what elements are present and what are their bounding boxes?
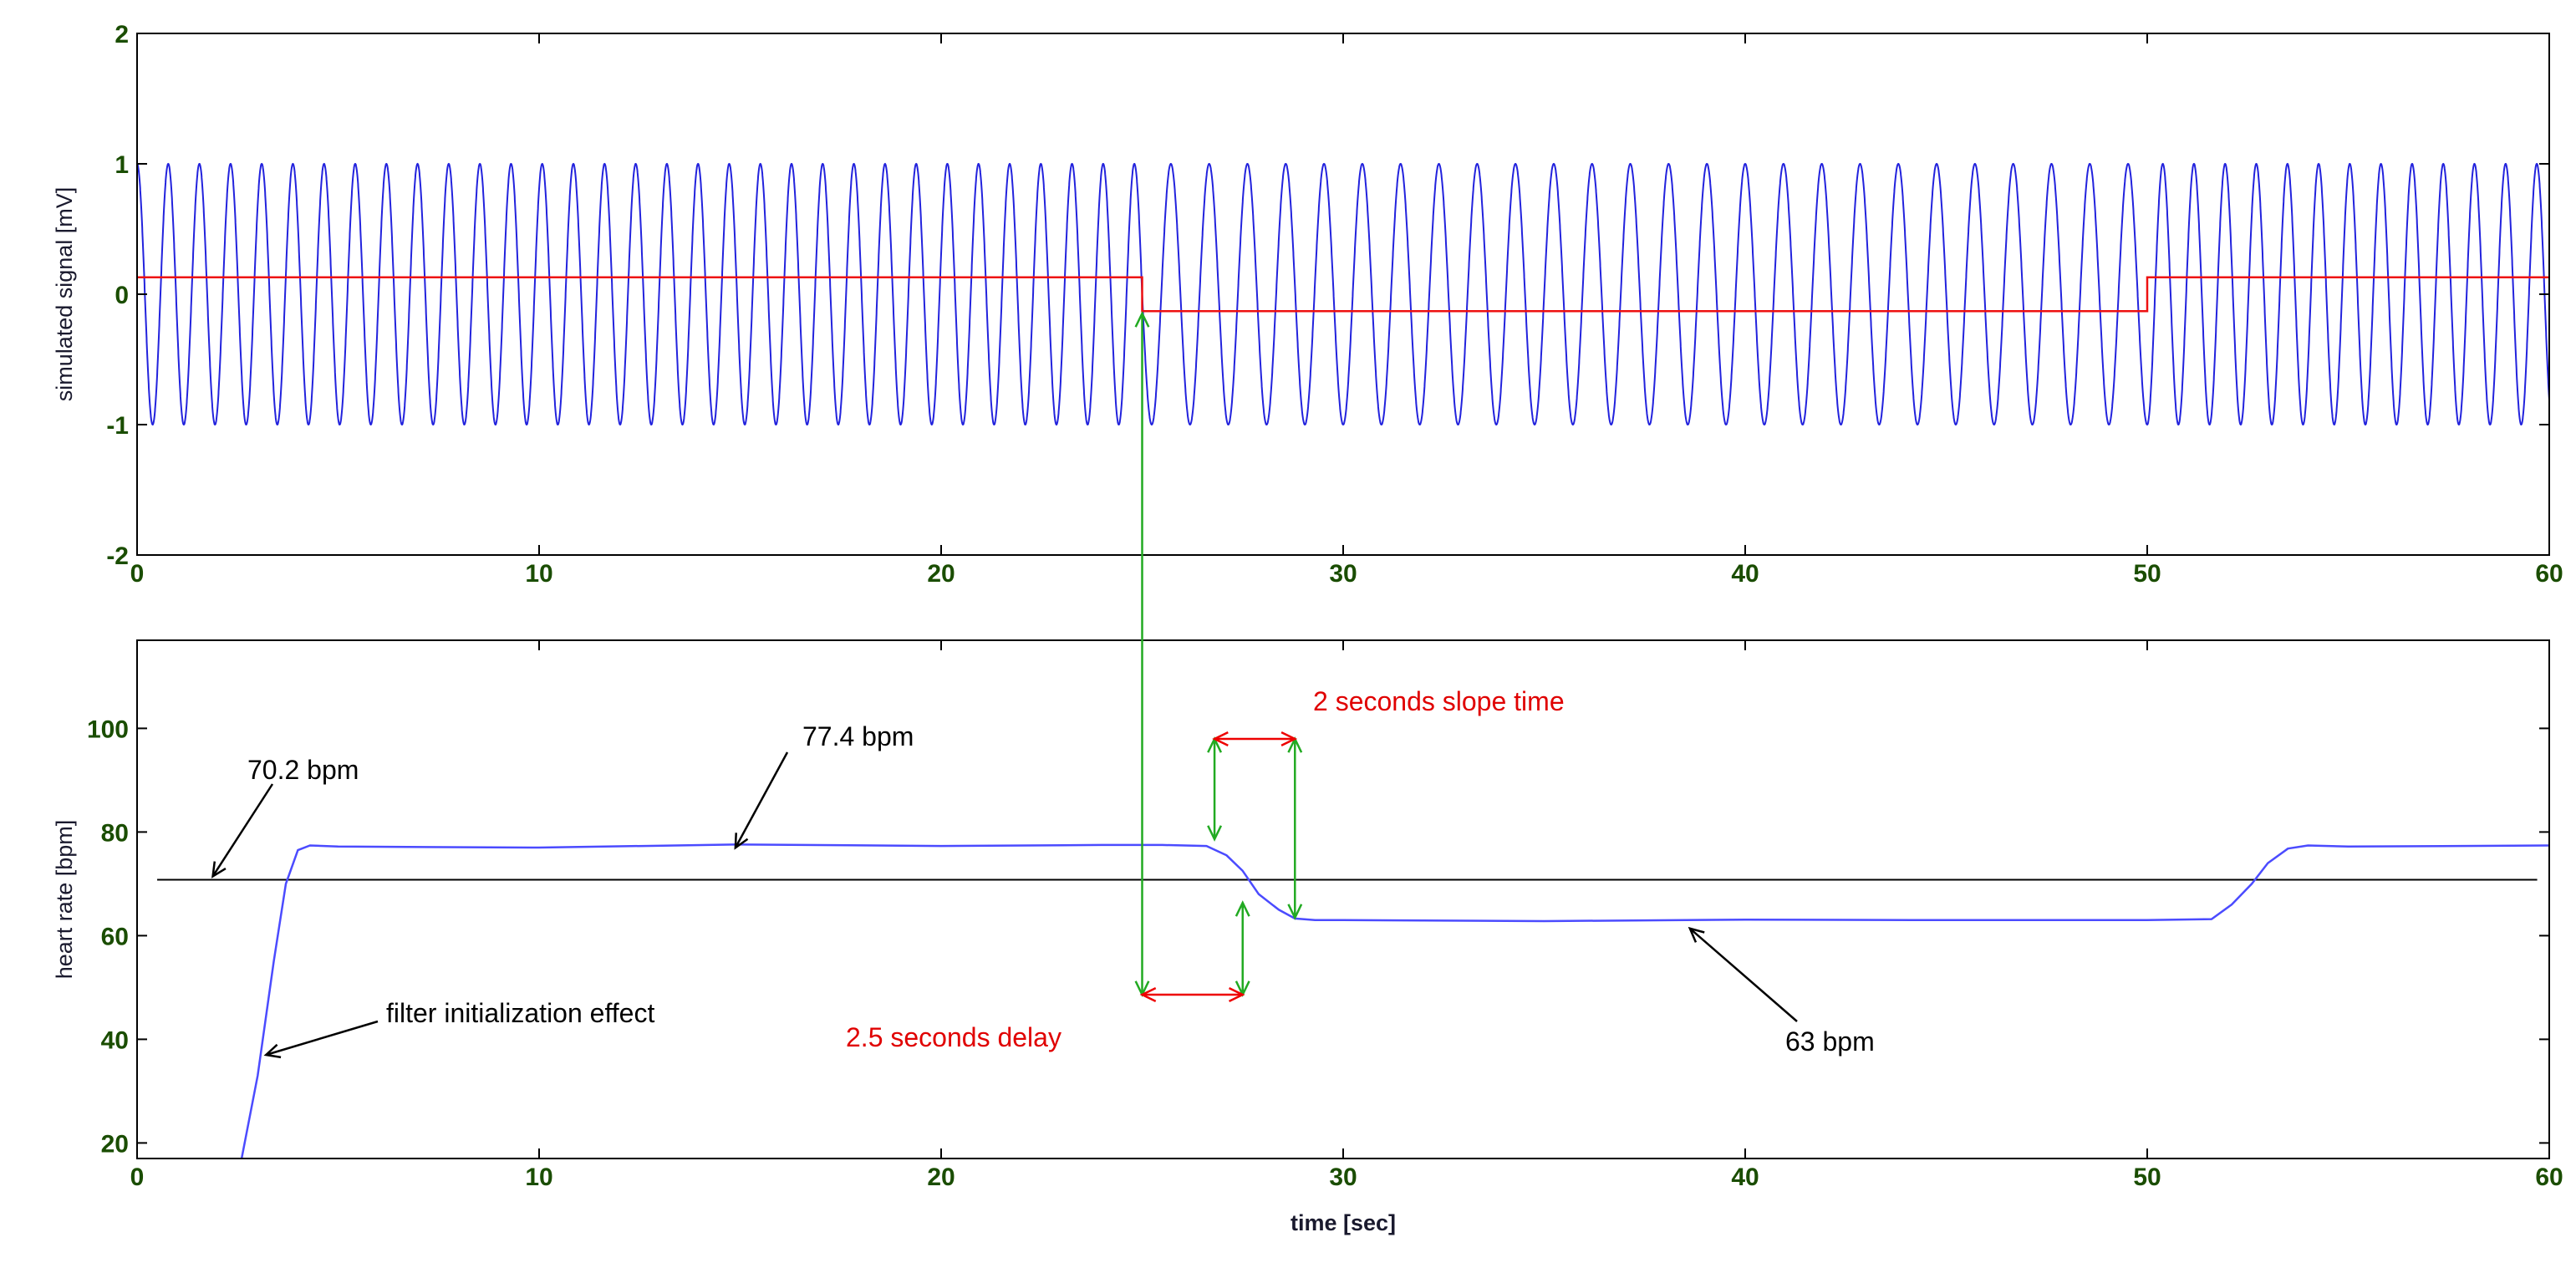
- top-ylabel: simulated signal [mV]: [52, 187, 77, 402]
- x-tick-label: 60: [2535, 1164, 2563, 1191]
- pointer-arrow-63: [1689, 927, 1798, 1022]
- x-tick-label: 20: [927, 560, 955, 588]
- x-tick-label: 40: [1731, 560, 1759, 588]
- x-tick-label: 50: [2133, 560, 2161, 588]
- arrow-head: [1228, 987, 1245, 1002]
- y-tick-label: 1: [115, 151, 129, 179]
- annotation-70-2-bpm: 70.2 bpm: [247, 755, 359, 785]
- annotations: 70.2 bpm 77.4 bpm filter initialization …: [211, 311, 1875, 1059]
- y-tick-label: -1: [106, 412, 129, 440]
- annotation-63-bpm: 63 bpm: [1785, 1026, 1875, 1057]
- sinusoid-series: [136, 162, 2550, 426]
- pointer-arrow-70: [211, 783, 274, 878]
- arrow-head: [1139, 987, 1157, 1002]
- x-tick-label: 20: [927, 1164, 955, 1191]
- x-tick-label: 10: [525, 560, 552, 588]
- arrow-head: [1134, 311, 1150, 328]
- green-arrows: [1134, 311, 1303, 997]
- bottom-ylabel: heart rate [bpm]: [52, 820, 77, 980]
- y-tick-label: 20: [101, 1130, 129, 1158]
- y-tick-label: 100: [87, 715, 129, 743]
- x-tick-label: 50: [2133, 1164, 2161, 1191]
- arrow-head: [263, 1043, 282, 1059]
- y-tick-label: 60: [101, 923, 129, 950]
- arrow-head: [1207, 825, 1223, 842]
- annotation-delay: 2.5 seconds delay: [846, 1022, 1061, 1052]
- x-tick-label: 0: [130, 1164, 145, 1191]
- arrow-head: [1287, 904, 1303, 920]
- bottom-panel: 0 10 20 30 40 50 60 20 40 60 80 100 heart rate [bpm…: [52, 639, 2563, 1235]
- annotation-slope-time: 2 seconds slope time: [1313, 686, 1565, 716]
- arrow-head: [1280, 731, 1298, 746]
- red-arrows: [1139, 731, 1298, 1002]
- y-tick-label: 2: [115, 21, 129, 48]
- y-tick-label: -2: [106, 542, 129, 570]
- black-arrows: [211, 751, 1798, 1059]
- step-series: [137, 276, 2549, 313]
- x-tick-label: 30: [1329, 1164, 1357, 1191]
- heart-rate-series: [240, 843, 2550, 1159]
- bottom-plot-frame: [136, 639, 2550, 1159]
- bottom-xlabel: time [sec]: [1291, 1210, 1396, 1235]
- arrow-head: [211, 861, 227, 878]
- step-line: [137, 276, 2549, 313]
- x-tick-label: 30: [1329, 560, 1357, 588]
- pointer-arrow-77: [734, 751, 789, 848]
- annotation-77-4-bpm: 77.4 bpm: [802, 721, 914, 751]
- x-tick-label: 40: [1731, 1164, 1759, 1191]
- sinusoid-line: [136, 162, 2550, 426]
- pointer-arrow-filter: [265, 1020, 379, 1057]
- bottom-ticks: 0 10 20 30 40 50 60 20 40 60 80 100: [87, 640, 2563, 1191]
- x-tick-label: 60: [2535, 560, 2563, 588]
- top-ticks: 0 10 20 30 40 50 60 -2 -1 0 1 2: [106, 21, 2563, 588]
- top-panel: 0 10 20 30 40 50 60 -2 -1 0 1 2 simulated signal [m…: [52, 21, 2563, 588]
- y-tick-label: 40: [101, 1026, 129, 1054]
- arrow-head: [1688, 926, 1705, 943]
- arrow-head: [1235, 900, 1250, 917]
- x-tick-label: 0: [130, 560, 145, 588]
- heart-rate-line: [240, 843, 2550, 1159]
- y-tick-label: 80: [101, 819, 129, 847]
- arrow-head: [734, 833, 749, 850]
- annotation-filter-initialization: filter initialization effect: [386, 998, 654, 1028]
- top-plot-frame: [136, 33, 2550, 556]
- arrow-head: [1212, 731, 1229, 746]
- x-tick-label: 10: [525, 1164, 552, 1191]
- y-tick-label: 0: [115, 282, 129, 309]
